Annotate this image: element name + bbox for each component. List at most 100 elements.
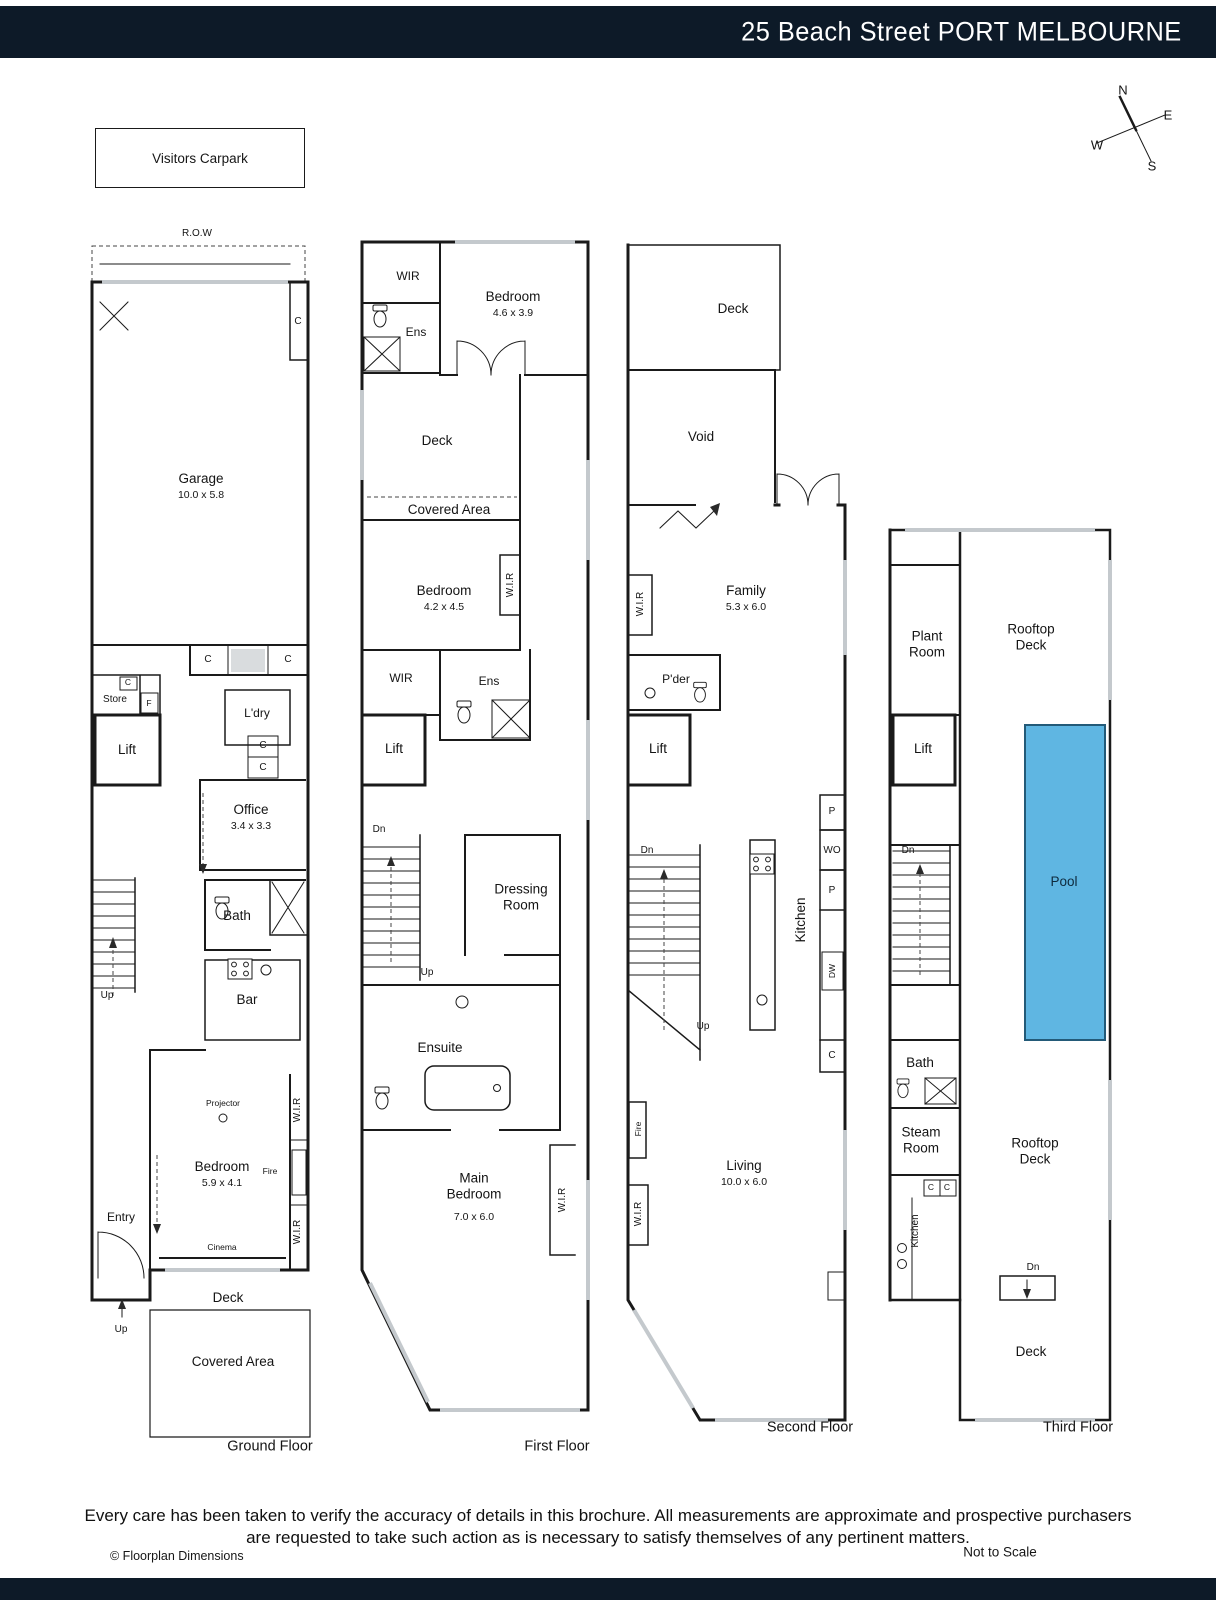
room-label-kitchen: Kitchen	[910, 1214, 922, 1248]
visitors-carpark-label: Visitors Carpark	[152, 150, 248, 166]
third-floor-plan	[888, 528, 1112, 1422]
room-label-store: Store	[103, 694, 127, 706]
room-label-covered-area: Covered Area	[407, 502, 491, 518]
pool-label: Pool	[1050, 874, 1078, 890]
deck-dn-label: Dn	[1026, 1262, 1040, 1274]
stairs-dn-label: Dn	[640, 845, 654, 857]
room-label-lift: Lift	[384, 741, 404, 757]
room-label-family: Family	[726, 583, 766, 599]
not-to-scale-label: Not to Scale	[963, 1544, 1037, 1560]
room-label-bedroom: Bedroom	[416, 583, 472, 599]
page-title: 25 Beach Street PORT MELBOURNE	[741, 16, 1182, 47]
first-stairs-icon	[361, 834, 421, 981]
fireplace-label: Fire	[633, 1121, 644, 1137]
room-dim-garage: 10.0 x 5.8	[177, 488, 225, 501]
room-dim-bedroom: 4.6 x 3.9	[492, 306, 534, 319]
wir-label: W.I.R	[505, 572, 517, 598]
wir-label: W.I.R	[292, 1219, 304, 1245]
room-dim-main-bedroom: 7.0 x 6.0	[453, 1210, 495, 1223]
ground-floor-plan	[90, 245, 311, 1438]
visitors-carpark-box: Visitors Carpark	[95, 128, 305, 188]
room-label-office: Office	[233, 802, 269, 818]
room-label-bedroom: Bedroom	[485, 289, 541, 305]
room-dim-living: 10.0 x 6.0	[720, 1175, 768, 1188]
room-label-steam-room: Steam Room	[901, 1124, 941, 1155]
room-dim-bedroom: 5.9 x 4.1	[201, 1176, 243, 1189]
room-label-bedroom: Bedroom	[194, 1159, 250, 1175]
closet-label: C	[259, 740, 267, 752]
compass-e-label: E	[1163, 107, 1173, 123]
room-label-lift: Lift	[648, 741, 668, 757]
room-label-covered-area: Covered Area	[191, 1354, 275, 1370]
compass-n-label: N	[1118, 82, 1128, 98]
compass-s-label: S	[1147, 158, 1157, 174]
stairs-up-label: Up	[696, 1021, 710, 1033]
room-label-rooftop-deck: Rooftop Deck	[1011, 1135, 1059, 1166]
floor-name-ground: Ground Floor	[227, 1438, 313, 1455]
second-stairs-icon	[626, 844, 702, 1061]
room-label-deck: Deck	[212, 1290, 244, 1306]
second-floor-plan	[626, 243, 847, 1422]
copyright-label: © Floorplan Dimensions	[110, 1549, 244, 1563]
room-label-deck: Deck	[421, 433, 453, 449]
room-label-bath: Bath	[223, 908, 251, 924]
room-dim-office: 3.4 x 3.3	[230, 819, 272, 832]
closet-label: C	[259, 762, 267, 774]
disclaimer-line-1: Every care has been taken to verify the …	[84, 1506, 1132, 1525]
projector-label: Projector	[205, 1098, 241, 1109]
closet-label: C	[943, 1182, 951, 1193]
room-label-ensuite: Ens	[405, 325, 427, 340]
fridge-label: F	[146, 698, 152, 709]
wir-label: W.I.R	[635, 591, 647, 617]
stairs-dn-label: Dn	[901, 845, 915, 857]
stairs-up-label: Up	[100, 990, 114, 1002]
closet-label: C	[204, 654, 212, 666]
closet-label: C	[828, 1050, 836, 1062]
room-label-powder: P'der	[662, 672, 690, 687]
stairs-dn-label: Dn	[372, 824, 386, 836]
pool-area	[1024, 724, 1106, 1041]
room-label-deck: Deck	[717, 301, 749, 317]
floor-name-first: First Floor	[524, 1438, 590, 1455]
header-bar	[0, 6, 1216, 58]
room-label-deck: Deck	[1015, 1344, 1047, 1360]
room-label-void: Void	[687, 429, 715, 445]
room-label-rooftop-deck: Rooftop Deck	[1007, 621, 1055, 652]
stairs-up-label: Up	[420, 967, 434, 979]
fireplace-label: Fire	[262, 1166, 278, 1177]
wir-label: W.I.R	[633, 1201, 645, 1227]
wall-oven-label: WO	[823, 845, 841, 857]
room-label-ensuite: Ens	[478, 674, 500, 689]
closet-label: C	[927, 1182, 935, 1193]
disclaimer-line-2: are requested to take such action as is …	[246, 1528, 970, 1547]
cinema-label: Cinema	[207, 1242, 237, 1253]
wir-label: W.I.R	[292, 1097, 304, 1123]
third-stairs-icon	[889, 844, 961, 986]
deck-up-label: Up	[114, 1324, 128, 1336]
room-label-wir: WIR	[389, 671, 413, 686]
compass-w-label: W	[1090, 137, 1104, 153]
room-label-dressing-room: Dressing Room	[494, 881, 548, 912]
room-label-lift: Lift	[913, 741, 933, 757]
closet-label: C	[284, 654, 292, 666]
ground-stairs-icon	[91, 877, 136, 996]
pantry-label: P	[828, 885, 836, 897]
room-label-kitchen: Kitchen	[793, 897, 809, 943]
room-label-bar: Bar	[236, 992, 258, 1008]
room-label-lift: Lift	[117, 742, 137, 758]
first-floor-plan	[360, 240, 590, 1412]
wir-label: W.I.R	[557, 1187, 569, 1213]
compass-icon	[1096, 95, 1166, 162]
floor-name-third: Third Floor	[1042, 1419, 1114, 1436]
row-label: R.O.W	[182, 228, 212, 240]
room-label-laundry: L'dry	[244, 706, 270, 721]
room-label-bath: Bath	[906, 1055, 934, 1071]
closet-label: C	[294, 316, 302, 328]
room-label-main-bedroom: Main Bedroom	[446, 1170, 502, 1201]
floor-name-second: Second Floor	[766, 1419, 854, 1436]
closet-label: C	[124, 677, 132, 688]
room-label-plant-room: Plant Room	[908, 628, 945, 659]
room-label-wir: WIR	[396, 269, 420, 284]
room-label-ensuite: Ensuite	[417, 1040, 463, 1056]
